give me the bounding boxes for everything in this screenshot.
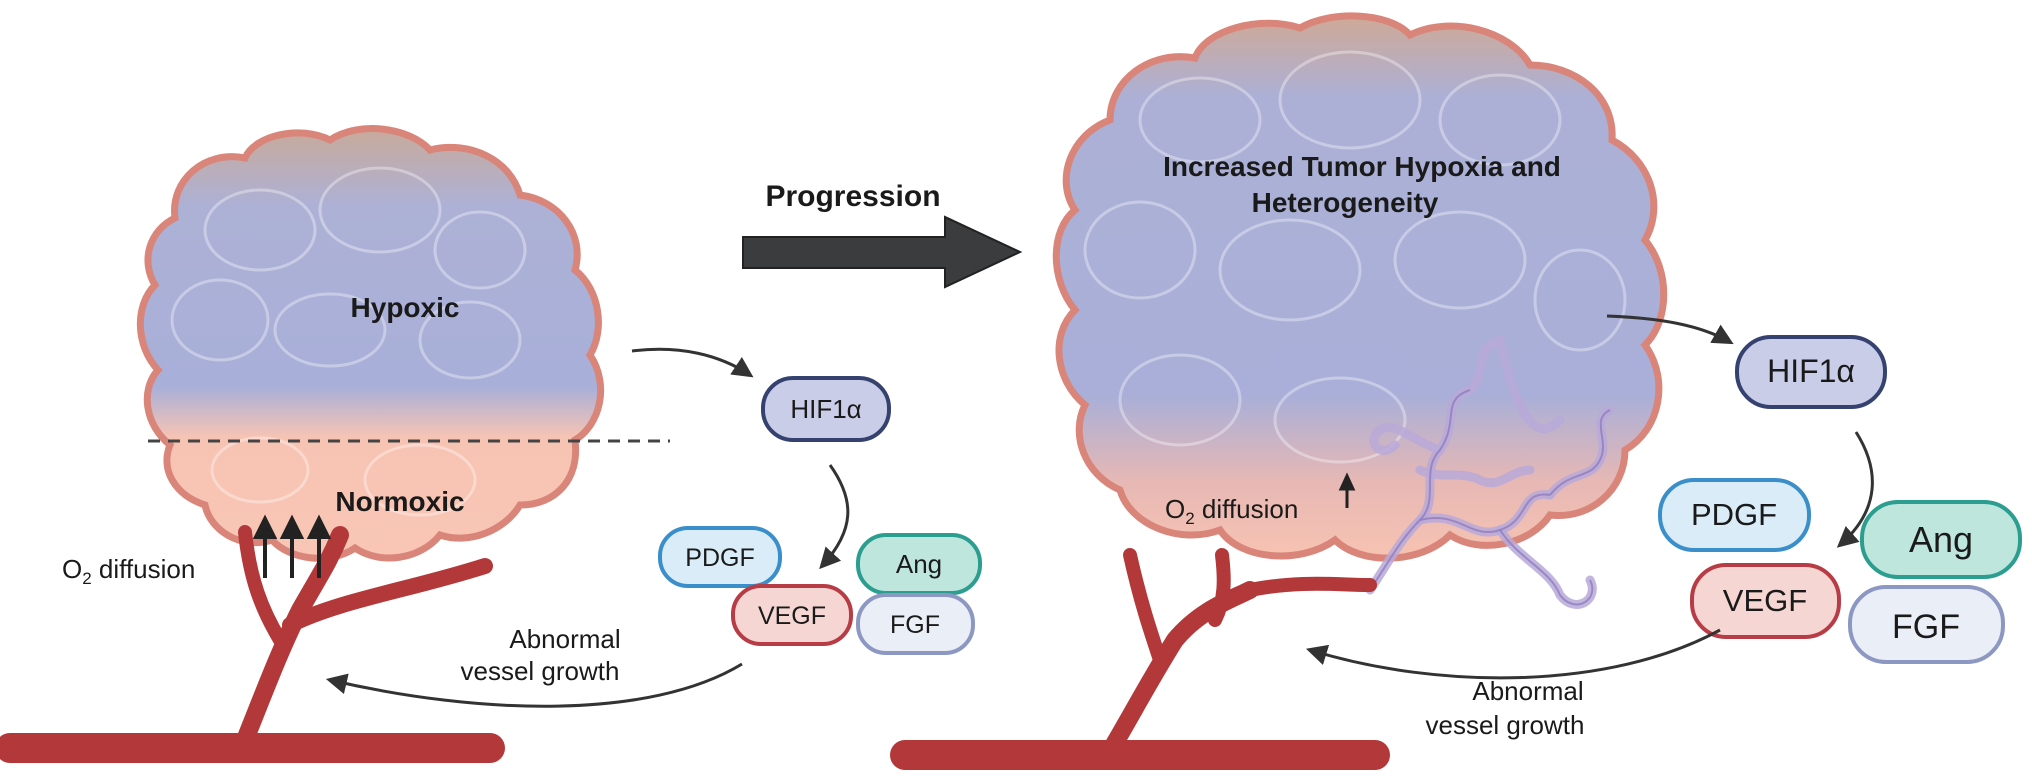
right-vessel-tree	[890, 548, 1390, 770]
right-vessel-growth-line2: vessel growth	[1426, 710, 1585, 740]
right-fgf-box	[1848, 585, 2005, 664]
left-fgf-label: FGF	[890, 611, 940, 639]
right-panel: Increased Tumor Hypoxia and Heterogeneit…	[890, 12, 2022, 770]
right-tumor-body	[1052, 12, 1668, 562]
right-o2-diffusion-arrow	[1338, 472, 1356, 508]
right-arrow-to-hif	[1606, 314, 1734, 345]
right-pdgf-label: PDGF	[1691, 497, 1777, 532]
right-vessel-growth-line1: Abnormal	[1472, 676, 1583, 706]
right-vegf-box	[1690, 563, 1841, 639]
left-cell-texture	[170, 166, 527, 517]
left-vegf-box	[731, 584, 853, 646]
abnormal-vessel-network-inner	[1369, 389, 1611, 606]
right-ang-box	[1860, 500, 2022, 579]
left-vessel-tree	[0, 525, 505, 763]
left-panel: Hypoxic Normoxic O2 diffusion HIF1α PDGF…	[0, 125, 982, 763]
right-cell-texture	[1083, 50, 1627, 464]
right-title-line1: Increased Tumor Hypoxia and	[1163, 151, 1561, 182]
left-pdgf-label: PDGF	[685, 544, 754, 572]
left-pdgf-box	[658, 526, 782, 588]
left-vessel-growth-line1: Abnormal	[509, 624, 620, 654]
progression-label: Progression	[765, 180, 940, 213]
left-arrow-to-factors	[819, 464, 850, 570]
progression-group: Progression	[742, 180, 1023, 289]
right-fgf-label: FGF	[1892, 608, 1960, 646]
right-hif-box	[1735, 335, 1887, 409]
right-hif-label: HIF1α	[1767, 353, 1855, 389]
right-o2-diffusion-label: O2 diffusion	[1165, 494, 1298, 528]
right-pdgf-box	[1658, 478, 1811, 552]
left-tumor-body	[136, 125, 605, 562]
left-vegf-label: VEGF	[758, 602, 826, 630]
right-arrow-to-factors	[1836, 431, 1874, 548]
right-arrow-vessel-growth	[1305, 628, 1721, 680]
left-fgf-box	[856, 593, 975, 655]
left-arrow-vessel-growth	[325, 662, 743, 708]
left-hif-box	[761, 376, 891, 442]
normoxic-label: Normoxic	[335, 486, 464, 517]
left-vessel-growth-line2: vessel growth	[461, 656, 620, 686]
left-arrow-to-hif	[631, 347, 754, 378]
right-title-line2: Heterogeneity	[1252, 187, 1439, 218]
progression-arrow	[742, 215, 1023, 289]
hypoxic-label: Hypoxic	[351, 292, 460, 323]
o2-diffusion-arrows	[252, 514, 332, 578]
right-vegf-label: VEGF	[1723, 583, 1807, 618]
left-ang-label: Ang	[896, 549, 942, 579]
right-ang-label: Ang	[1909, 519, 1973, 560]
left-hif-label: HIF1α	[790, 394, 861, 424]
left-o2-diffusion-label: O2 diffusion	[62, 554, 195, 588]
